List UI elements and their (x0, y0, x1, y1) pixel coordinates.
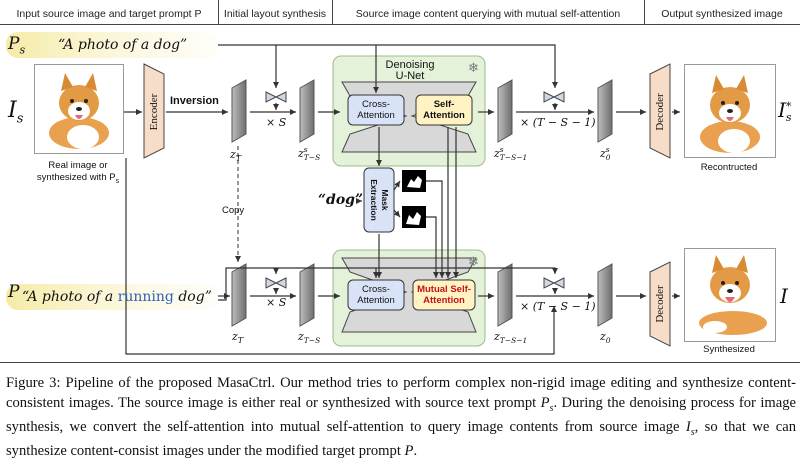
figure-caption: Figure 3: Pipeline of the proposed MasaC… (6, 375, 796, 460)
source-prompt-highlight (6, 32, 218, 58)
decoder-top-block (649, 63, 671, 159)
synthesized-label: Synthesized (703, 344, 755, 355)
encoder-block (143, 63, 165, 159)
times-s-bottom-label: × S (266, 296, 287, 309)
self-attention-label: Self-Attention (423, 99, 465, 121)
mask-extraction-label: Mask Extraction (369, 179, 390, 221)
copy-label: Copy (222, 205, 245, 216)
latent-slabs (231, 79, 613, 327)
decoder-bottom-block (649, 261, 671, 347)
header-output-text: Output synthesized image (661, 8, 783, 20)
mask-extraction-box (363, 167, 395, 233)
reconstructed-label: Recontructed (700, 162, 758, 173)
source-prompt-symbol: Ps (8, 34, 26, 57)
header-output: Output synthesized image (644, 4, 800, 24)
inversion-label: Inversion (170, 95, 219, 107)
cross-attention-bottom-label: Cross-Attention (357, 284, 395, 306)
times-tail-bottom-label: × (T − S − 1) (520, 300, 596, 313)
bowtie-icons (265, 91, 565, 289)
decoder-top-label: Decoder (653, 93, 666, 131)
dog-illustration-icon (699, 255, 767, 335)
cross-attention-top-label: Cross-Attention (357, 99, 395, 121)
encoder-label: Encoder (147, 93, 160, 131)
header-layout: Initial layout synthesis (218, 4, 332, 24)
real-image-caption: Real image or synthesized with Ps (36, 160, 120, 185)
self-attention-box (415, 94, 473, 126)
mutual-self-attention-box (412, 279, 476, 311)
header-querying-text: Source image content querying with mutua… (355, 8, 621, 20)
bottom-rule (0, 362, 800, 363)
target-prompt-text: “A photo of a running dog” (22, 289, 212, 305)
is-star-symbol: I*s (778, 98, 792, 124)
snowflake-icon: ❄ (468, 255, 479, 270)
header-divider (218, 0, 219, 24)
header-layout-text: Initial layout synthesis (223, 8, 327, 20)
z0-bottom-label: z0 (600, 330, 611, 346)
target-prompt-symbol: P (8, 282, 20, 302)
cross-attention-top-box (347, 94, 405, 126)
reconstructed-dog-image (684, 64, 776, 158)
i-symbol: I (780, 284, 788, 308)
dog-illustration-icon (700, 75, 760, 153)
source-prompt-text: “A photo of a dog” (58, 37, 188, 53)
target-prompt-highlight-word: running (117, 289, 174, 305)
header-querying: Source image content querying with mutua… (332, 4, 644, 24)
header-divider (644, 0, 645, 24)
source-dog-image (34, 64, 124, 154)
target-prompt-highlight (6, 284, 218, 310)
synthesized-dog-image (684, 248, 776, 342)
dog-illustration-icon (49, 73, 109, 149)
z-ts-bottom-label: zT−S (298, 330, 321, 346)
times-tail-top-label: × (T − S − 1) (520, 116, 596, 129)
dog-token-label: “dog” (318, 192, 364, 208)
header-input: Input source image and target prompt P (0, 4, 218, 24)
decoder-bottom-label: Decoder (653, 285, 666, 323)
snowflake-icon: ❄ (468, 61, 479, 76)
header-input-text: Input source image and target prompt P (16, 8, 202, 20)
mask-thumb-1 (402, 170, 426, 192)
z-ts1-bottom-label: zT−S−1 (494, 330, 528, 346)
cross-attention-bottom-box (347, 279, 405, 311)
mutual-self-attention-label: Mutual Self-Attention (417, 284, 471, 306)
zT-top-label: zT (230, 148, 242, 164)
mask-thumb-2 (402, 206, 426, 228)
source-image-symbol: Is (8, 98, 24, 127)
zT-bottom-label: zT (232, 330, 244, 346)
header-rule (0, 24, 800, 25)
header-divider (332, 0, 333, 24)
times-s-top-label: × S (266, 116, 287, 129)
